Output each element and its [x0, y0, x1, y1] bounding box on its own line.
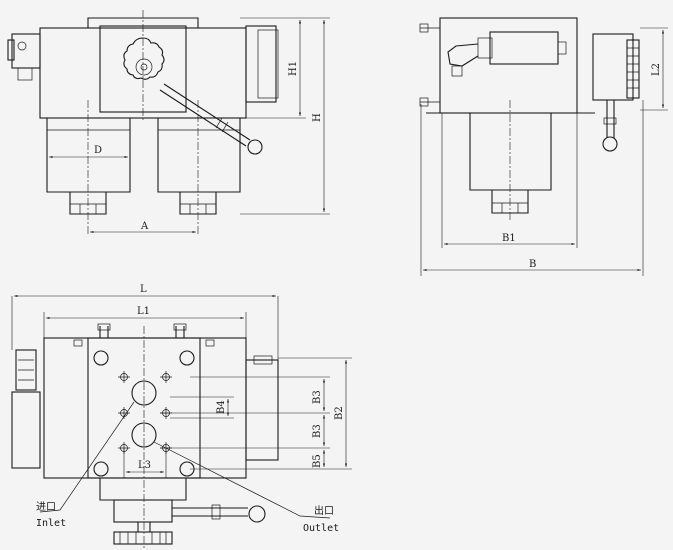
outlet-label-en: Outlet	[303, 523, 339, 534]
inlet-label-cn: 进口	[36, 501, 56, 513]
dim-label-b2: B2	[334, 406, 345, 420]
dim-label-l: L	[140, 284, 147, 295]
dim-label-l1: L1	[137, 306, 150, 317]
dim-label-h1: H1	[288, 61, 299, 76]
dim-label-b4: B4	[216, 400, 227, 414]
handwheel-icon	[123, 37, 165, 80]
top-view	[11, 294, 352, 548]
dim-label-b5: B5	[312, 454, 323, 468]
dim-label-b3-lower: B3	[312, 424, 323, 438]
side-view	[419, 17, 668, 276]
dim-label-l2: L2	[651, 63, 662, 76]
dim-label-b3-upper: B3	[312, 390, 323, 404]
dim-label-b1: B1	[502, 233, 516, 244]
inlet-label-en: Inlet	[36, 518, 66, 529]
dim-label-b: B	[529, 259, 536, 270]
dim-label-h: H	[312, 113, 323, 122]
front-view	[7, 10, 330, 236]
outlet-label-cn: 出口	[314, 504, 334, 517]
dim-label-l3: L3	[138, 460, 151, 471]
dim-label-a: A	[140, 221, 149, 232]
dim-label-d: D	[94, 145, 102, 156]
